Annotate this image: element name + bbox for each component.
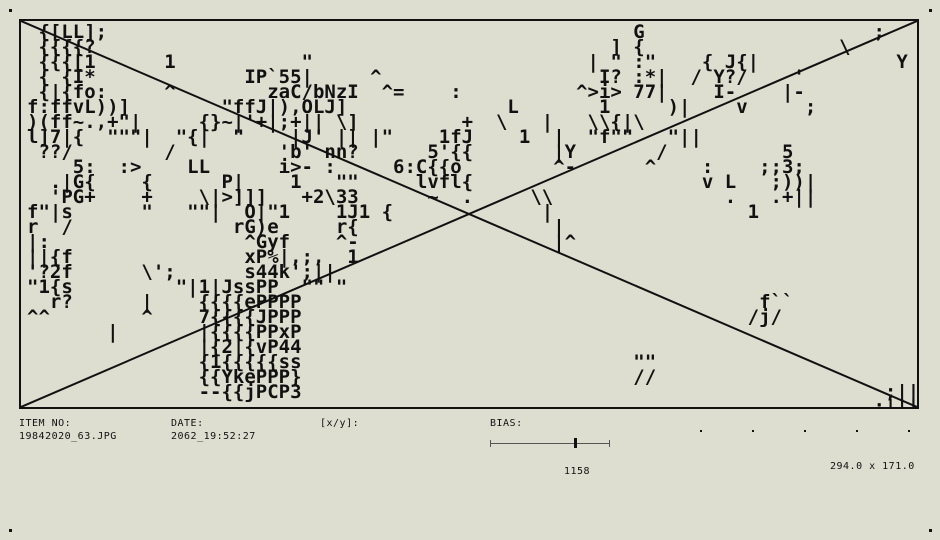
bias-slider-min-cap	[490, 440, 491, 447]
item-no-value: 19842020_63.JPG	[19, 431, 117, 442]
indicator-dots	[700, 426, 910, 436]
corner-mark-bottom-left	[9, 529, 12, 532]
corner-mark-top-left	[9, 9, 12, 12]
image-dimensions: 294.0 x 171.0	[830, 461, 915, 472]
indicator-dot	[856, 430, 858, 432]
bias-value: 1158	[564, 466, 591, 477]
image-frame[interactable]: {[LL]; G ; ; {{{{? ] { \ \~ {{{[1 1 "	[19, 19, 919, 409]
bias-slider-max-cap	[609, 440, 610, 447]
indicator-dot	[908, 430, 910, 432]
ascii-art-image: {[LL]; G ; ; {{{{? ] { \ \~ {{{[1 1 "	[27, 21, 919, 409]
xy-label: [x/y]:	[320, 418, 360, 429]
crosshair-x-lines	[21, 21, 917, 407]
corner-mark-top-right	[929, 9, 932, 12]
bias-slider-knob[interactable]	[574, 438, 577, 448]
date-value: 2062_19:52:27	[171, 431, 256, 442]
indicator-dot	[700, 430, 702, 432]
item-no-label: ITEM NO:	[19, 418, 72, 429]
indicator-dot	[752, 430, 754, 432]
date-label: DATE:	[171, 418, 204, 429]
bias-slider[interactable]	[490, 438, 610, 450]
bias-label: BIAS:	[490, 418, 523, 429]
indicator-dot	[804, 430, 806, 432]
corner-mark-bottom-right	[929, 529, 932, 532]
bias-slider-track	[490, 443, 610, 444]
